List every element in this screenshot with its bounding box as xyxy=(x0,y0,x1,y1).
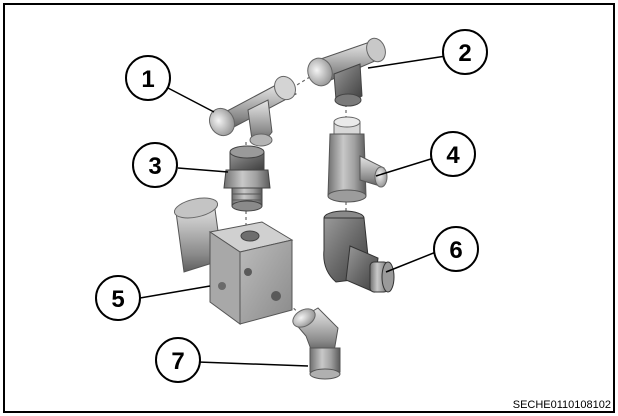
callout-5: 5 xyxy=(95,275,141,321)
leader-lines xyxy=(139,55,447,367)
callout-3: 3 xyxy=(132,142,178,188)
callout-label: 7 xyxy=(171,348,184,375)
callout-1: 1 xyxy=(125,55,171,101)
callout-4: 4 xyxy=(430,131,476,177)
tee-fitting-4 xyxy=(327,116,388,203)
callout-2: 2 xyxy=(442,29,488,75)
callout-6: 6 xyxy=(433,226,479,272)
elbow-fitting-6 xyxy=(323,210,395,293)
callout-label: 4 xyxy=(446,142,460,169)
tee-fitting-1 xyxy=(209,75,298,147)
straight-adapter-3 xyxy=(223,145,271,212)
callout-label: 2 xyxy=(458,40,471,67)
callout-label: 1 xyxy=(141,66,154,93)
callout-label: 6 xyxy=(449,237,462,264)
callout-label: 3 xyxy=(148,153,161,180)
figure-code: SECHE0110108102 xyxy=(513,399,611,411)
callout-7: 7 xyxy=(155,337,201,383)
elbow-fitting-7 xyxy=(292,307,341,380)
callout-label: 5 xyxy=(111,286,124,313)
tee-fitting-2 xyxy=(307,37,386,107)
manifold-block-5 xyxy=(173,197,294,325)
